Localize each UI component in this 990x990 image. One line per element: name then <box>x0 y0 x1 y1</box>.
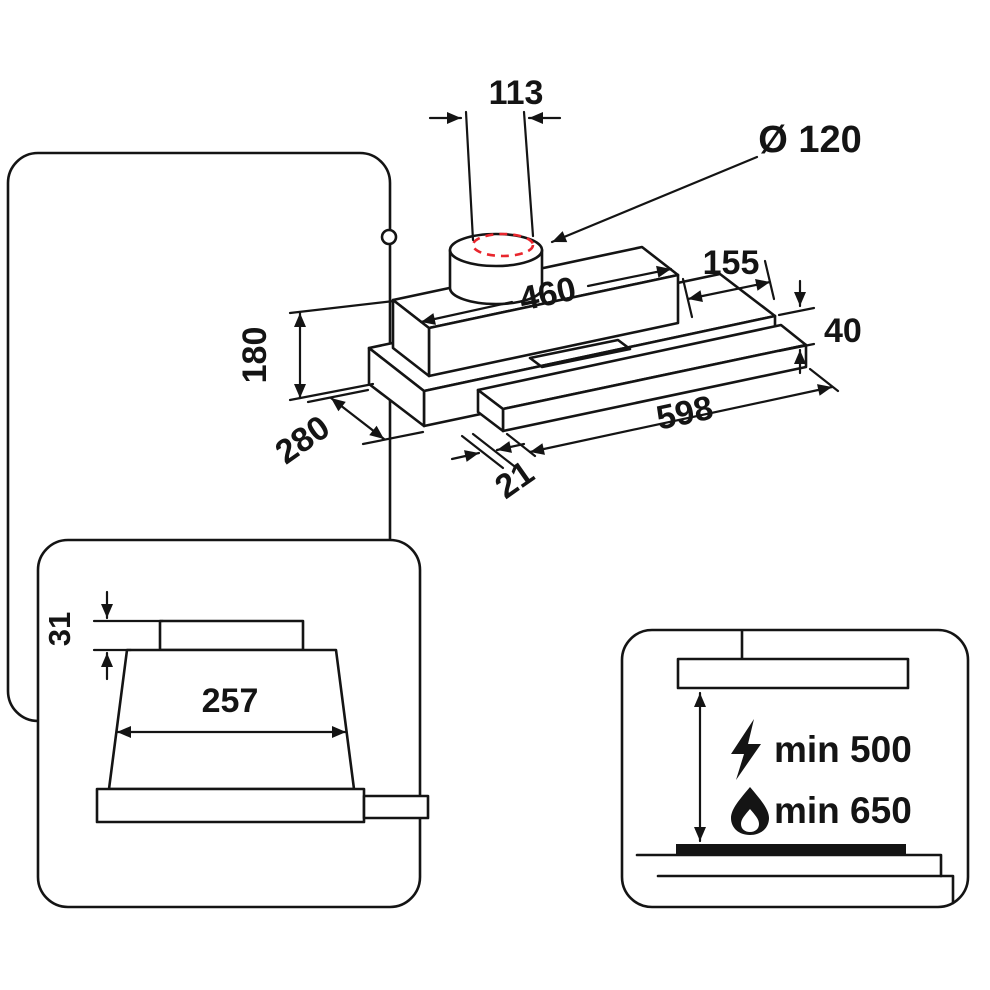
dim-113-label: 113 <box>489 74 544 112</box>
dim-155-label: 155 <box>703 244 760 282</box>
dim-113-ext-left <box>464 110 475 242</box>
dim-180-ext-top <box>288 299 396 315</box>
dim-280-line <box>329 396 386 441</box>
front-view-pullout-bar <box>362 794 430 820</box>
dim-40-ext-top <box>777 306 816 317</box>
duct-hole-dashed <box>471 232 535 258</box>
isometric-dimensions: 113 Ø 120 460 155 40 180 280 598 <box>236 74 862 506</box>
counter-top-line <box>635 853 943 878</box>
dim-113-ext-right <box>522 110 535 238</box>
body-left-face <box>391 298 431 378</box>
dim-460-line-b <box>586 265 673 288</box>
dim-155-line <box>686 278 772 303</box>
hood-underside <box>676 657 910 690</box>
pullout-left-face <box>476 388 505 433</box>
dim-21-arrow-left <box>450 450 481 462</box>
electric-clearance-label: min 500 <box>774 729 912 770</box>
dim-21-arrow-right <box>495 441 526 453</box>
mounting-hole <box>380 228 398 246</box>
clearance-frame <box>620 628 970 909</box>
dim-diameter-label: Ø 120 <box>758 119 862 161</box>
dim-280-ext-front <box>361 430 425 446</box>
dim-40-ext-bottom <box>777 342 816 353</box>
dim-598-line <box>528 384 834 455</box>
dim-257-label: 257 <box>202 682 259 720</box>
dim-31-label: 31 <box>42 612 77 646</box>
dim-155-ext-right <box>763 259 776 301</box>
dim-280-label: 280 <box>269 408 337 472</box>
gas-clearance-label: min 650 <box>774 790 912 831</box>
front-view-panel: 31 257 <box>36 538 430 909</box>
dim-460-line-a <box>419 300 514 325</box>
dim-155-ext-left <box>681 277 694 319</box>
counter-front-line <box>656 874 955 905</box>
dim-280-ext-back <box>306 388 370 404</box>
base-left-face <box>367 346 426 428</box>
clearance-panel: min 500 min 650 <box>620 628 970 909</box>
hob-surface <box>676 844 906 855</box>
handle-recess <box>528 338 632 369</box>
lightning-icon <box>731 719 761 780</box>
dim-21-ext-right <box>471 432 516 468</box>
front-view-base <box>95 787 366 824</box>
dim-40-label: 40 <box>824 312 862 350</box>
dim-598-ext-right <box>808 367 840 393</box>
dim-180-label: 180 <box>236 327 274 384</box>
dim-diameter-leader <box>550 155 759 244</box>
dim-21-ext-left <box>460 434 505 470</box>
front-view-duct-section <box>158 619 305 652</box>
flame-icon <box>731 787 769 835</box>
